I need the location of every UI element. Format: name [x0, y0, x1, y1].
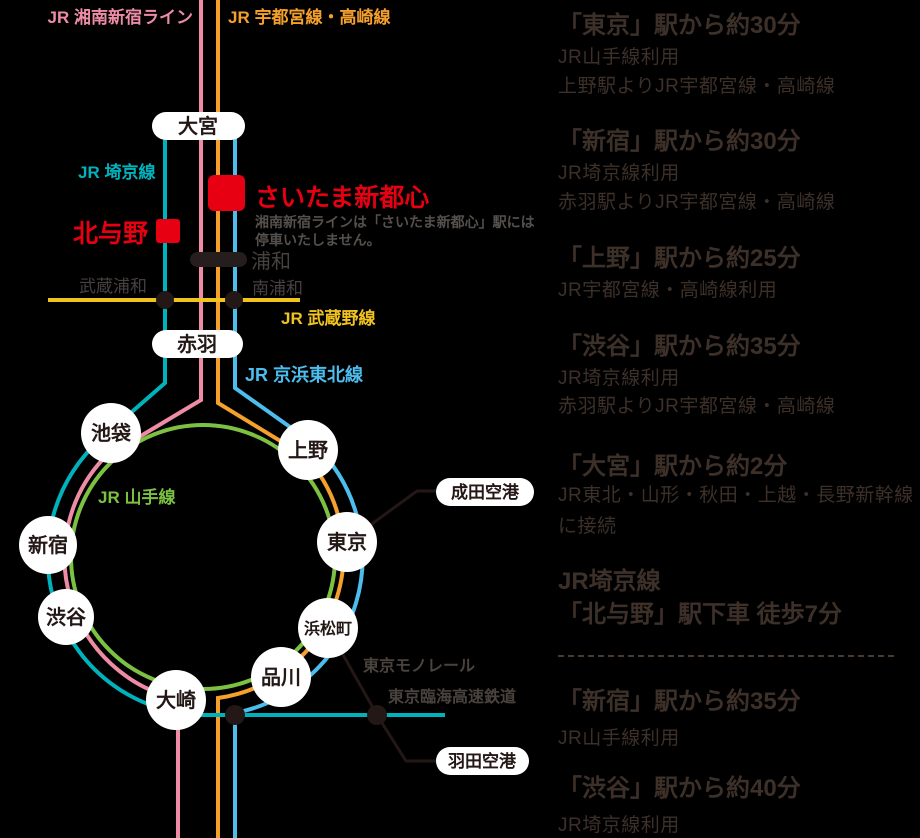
- station-marker-saitama-shintoshin: [208, 175, 245, 211]
- access-detail: JR東北・山形・秋田・上越・長野新幹線: [558, 485, 914, 506]
- access-detail: JR埼京線利用: [558, 815, 680, 836]
- station-circle-tokyo: [317, 512, 377, 572]
- access-detail: JR山手線利用: [558, 47, 680, 68]
- access-detail: JR埼京線利用: [558, 368, 680, 389]
- airport-pill-narita: [436, 478, 534, 506]
- station-label-ueno: 上野: [288, 439, 328, 462]
- access-detail: JR山手線利用: [558, 728, 680, 749]
- label-line-tokyo-monorail: 東京モノレール: [363, 656, 475, 675]
- label-line-saikyo: JR 埼京線: [78, 162, 155, 182]
- station-label-ikebukuro: 池袋: [91, 421, 132, 445]
- dot-musashi-urawa: [156, 291, 174, 309]
- note-shonan-line1: 湘南新宿ラインは「さいたま新都心」駅には: [255, 214, 535, 230]
- label-line-utsunomiya-takasaki: JR 宇都宮線・高崎線: [228, 7, 390, 27]
- label-saitama-shintoshin: さいたま新都心: [255, 183, 429, 212]
- station-circle-shibuya: [38, 589, 94, 645]
- access-title-tokyo-30: 「東京」駅から約30分: [558, 12, 801, 39]
- label-minami-urawa: 南浦和: [252, 279, 303, 298]
- station-pill-akabane: [152, 330, 243, 358]
- dot-rinkai-junction: [225, 705, 245, 725]
- access-title-omiya-2: 「大宮」駅から約2分: [558, 453, 788, 480]
- access-title-shibuya-40: 「渋谷」駅から約40分: [558, 775, 801, 802]
- label-musashi-urawa: 武蔵浦和: [79, 277, 147, 296]
- airport-pill-haneda: [436, 747, 529, 775]
- station-label-omiya: 大宮: [178, 114, 218, 138]
- access-detail: 赤羽駅よりJR宇都宮線・高崎線: [558, 192, 836, 213]
- station-label-akabane: 赤羽: [177, 332, 217, 356]
- label-line-yamanote: JR 山手線: [98, 487, 175, 507]
- label-line-musashino: JR 武蔵野線: [281, 308, 375, 328]
- dot-monorail-junction: [367, 705, 387, 725]
- station-circle-shinjuku: [19, 516, 77, 574]
- access-title-shinjuku-35: 「新宿」駅から約35分: [558, 688, 801, 715]
- label-line-shonan-shinjuku: JR 湘南新宿ライン: [48, 7, 193, 27]
- access-detail: に接続: [558, 516, 617, 537]
- station-marker-kitayono: [156, 219, 180, 243]
- station-circle-ueno: [278, 420, 338, 480]
- dot-minami-urawa: [225, 291, 243, 309]
- access-title-ueno-25: 「上野」駅から約25分: [558, 245, 801, 272]
- access-detail: 赤羽駅よりJR宇都宮線・高崎線: [558, 396, 836, 417]
- station-pill-omiya: [152, 112, 245, 140]
- access-title-shinjuku-30: 「新宿」駅から約30分: [558, 128, 801, 155]
- station-circle-shinagawa: [251, 647, 311, 707]
- station-label-shinjuku: 新宿: [28, 533, 68, 557]
- station-label-shinagawa: 品川: [261, 666, 301, 689]
- station-circle-osaki: [146, 670, 206, 730]
- station-label-shibuya: 渋谷: [46, 605, 87, 629]
- access-detail: JR宇都宮線・高崎線利用: [558, 280, 778, 301]
- panel-divider: [558, 655, 894, 657]
- label-line-keihin-tohoku: JR 京浜東北線: [245, 364, 363, 385]
- station-circle-hamamatsucho: [298, 598, 358, 658]
- access-detail: JR埼京線利用: [558, 163, 680, 184]
- label-line-rinkai: 東京臨海高速鉄道: [388, 687, 516, 706]
- station-bar-urawa: [190, 252, 247, 267]
- station-label-tokyo: 東京: [327, 530, 367, 554]
- access-title-kitayono-walk: 「北与野」駅下車 徒歩7分: [558, 601, 843, 628]
- station-circle-ikebukuro: [81, 403, 141, 463]
- station-label-narita-airport: 成田空港: [451, 482, 520, 502]
- access-title-saikyo-line: JR埼京線: [558, 568, 661, 595]
- station-label-haneda-airport: 羽田空港: [448, 751, 517, 771]
- station-label-hamamatsucho: 浜松町: [304, 619, 352, 638]
- label-kitayono: 北与野: [73, 220, 148, 248]
- line-tokyo-monorail: [326, 627, 436, 763]
- label-urawa: 浦和: [251, 250, 291, 273]
- railway-map: JR 湘南新宿ライン JR 宇都宮線・高崎線 JR 埼京線 JR 武蔵野線 JR…: [19, 0, 535, 838]
- note-shonan-line2: 停車いたしません。: [255, 232, 381, 248]
- station-label-osaki: 大崎: [156, 688, 196, 712]
- access-title-shibuya-35: 「渋谷」駅から約35分: [558, 333, 801, 360]
- access-detail: 上野駅よりJR宇都宮線・高崎線: [558, 76, 836, 97]
